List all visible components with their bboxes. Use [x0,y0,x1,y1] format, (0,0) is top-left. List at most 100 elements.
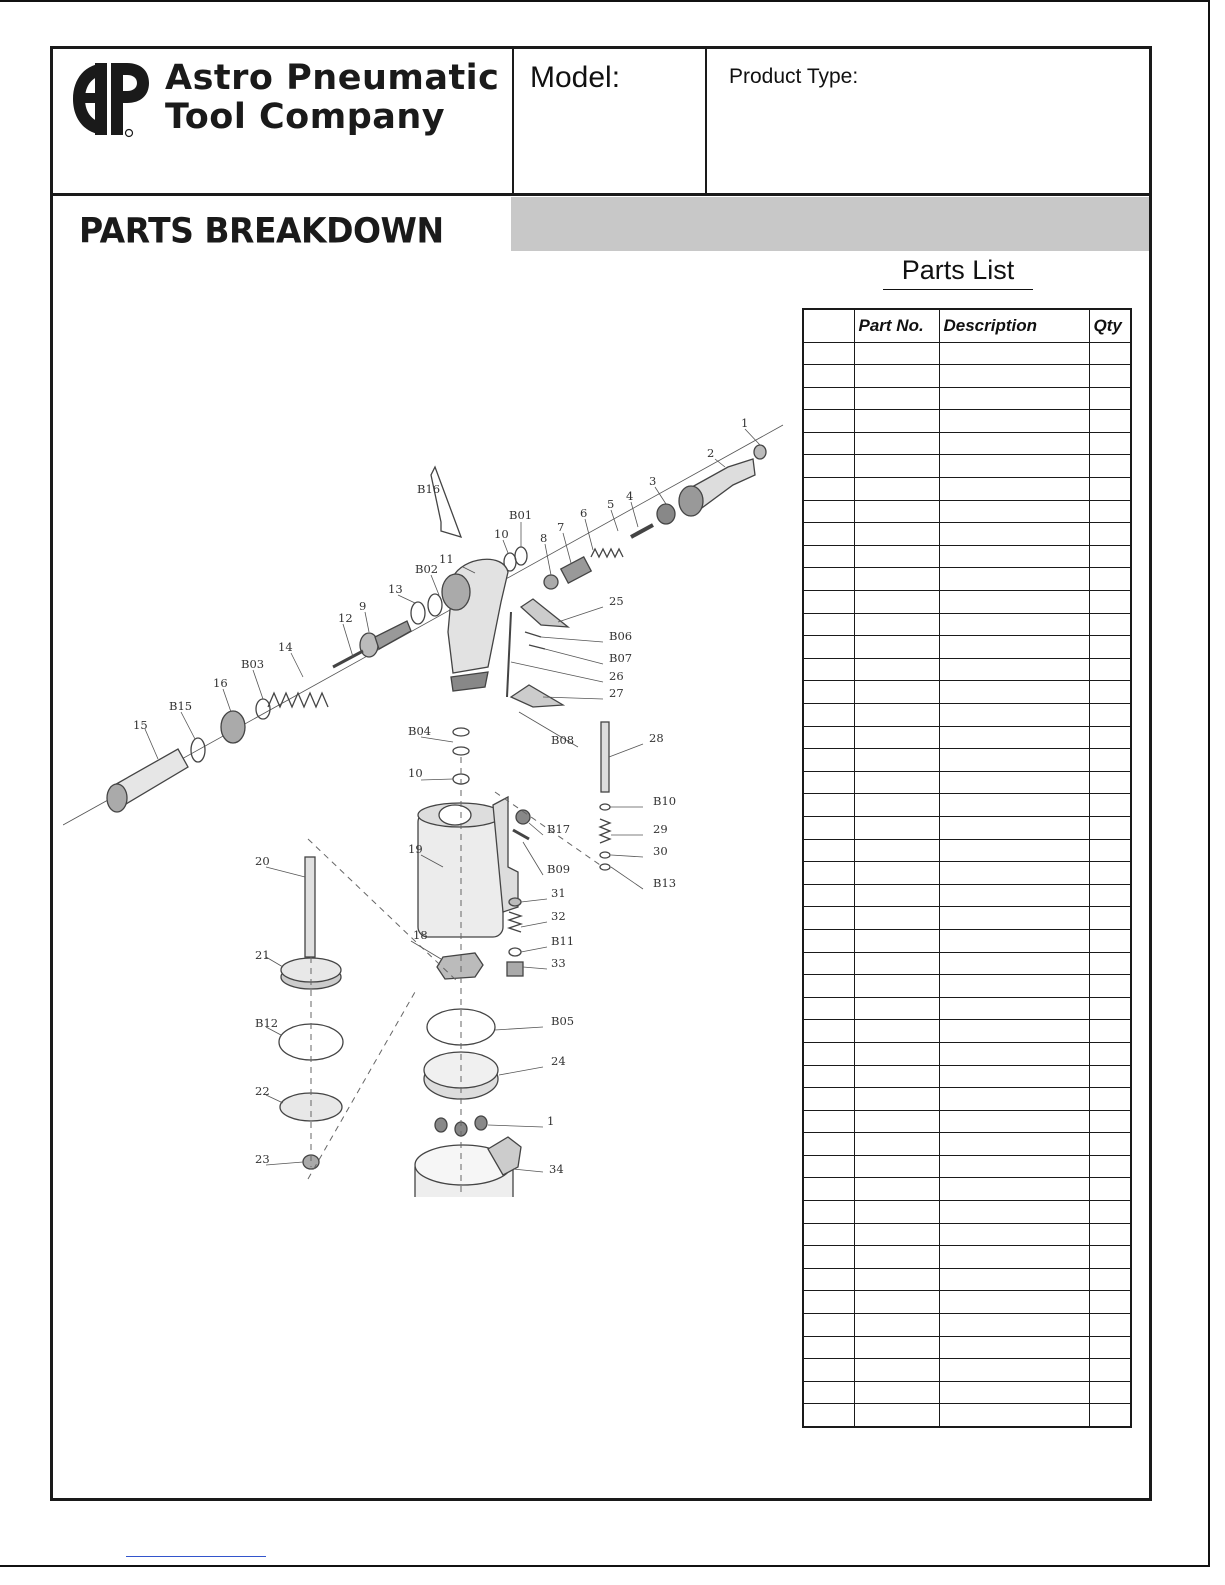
table-cell[interactable] [938,996,1090,1021]
table-cell[interactable] [802,1087,855,1111]
table-cell[interactable] [802,1132,855,1156]
table-cell[interactable] [1088,1267,1132,1292]
table-cell[interactable] [1088,1222,1132,1247]
table-cell[interactable] [938,1154,1090,1179]
table-cell[interactable] [802,996,855,1021]
table-cell[interactable] [938,364,1090,388]
table-cell[interactable] [802,883,855,908]
table-cell[interactable] [853,567,940,592]
table-cell[interactable] [853,974,940,998]
table-cell[interactable] [853,770,940,795]
table-cell[interactable] [938,1019,1090,1043]
table-cell[interactable] [853,1109,940,1134]
table-cell[interactable] [853,748,940,772]
table-cell[interactable] [938,1222,1090,1247]
table-cell[interactable] [1088,1335,1132,1360]
table-cell[interactable] [938,883,1090,908]
table-cell[interactable] [1088,499,1132,524]
table-cell[interactable] [802,1290,855,1315]
table-cell[interactable] [802,1403,855,1427]
table-cell[interactable] [938,544,1090,569]
table-cell[interactable] [853,341,940,366]
table-cell[interactable] [938,680,1090,704]
table-cell[interactable] [853,1200,940,1224]
table-cell[interactable] [1088,1358,1132,1382]
table-cell[interactable] [1088,883,1132,908]
table-cell[interactable] [938,341,1090,366]
table-cell[interactable] [1088,612,1132,637]
table-cell[interactable] [938,612,1090,637]
table-cell[interactable] [802,544,855,569]
table-cell[interactable] [802,928,855,953]
table-cell[interactable] [938,1313,1090,1337]
table-cell[interactable] [802,680,855,704]
table-cell[interactable] [938,725,1090,750]
table-cell[interactable] [938,635,1090,659]
table-cell[interactable] [853,861,940,885]
table-cell[interactable] [1088,1290,1132,1315]
table-cell[interactable] [853,1064,940,1089]
table-cell[interactable] [938,431,1090,456]
table-cell[interactable] [938,409,1090,433]
table-cell[interactable] [802,861,855,885]
table-cell[interactable] [938,499,1090,524]
table-cell[interactable] [802,1177,855,1202]
table-cell[interactable] [802,1358,855,1382]
footer-link-underline[interactable] [126,1556,266,1557]
table-cell[interactable] [938,861,1090,885]
table-cell[interactable] [1088,996,1132,1021]
table-cell[interactable] [938,1290,1090,1315]
table-cell[interactable] [938,567,1090,592]
table-cell[interactable] [938,590,1090,614]
table-cell[interactable] [1088,1041,1132,1066]
table-cell[interactable] [1088,477,1132,501]
table-cell[interactable] [1088,1380,1132,1405]
table-cell[interactable] [802,522,855,546]
table-cell[interactable] [853,951,940,976]
table-cell[interactable] [1088,815,1132,840]
table-cell[interactable] [1088,725,1132,750]
table-cell[interactable] [853,1403,940,1427]
table-cell[interactable] [802,431,855,456]
table-cell[interactable] [1088,454,1132,479]
table-cell[interactable] [802,951,855,976]
table-cell[interactable] [853,928,940,953]
table-cell[interactable] [802,1222,855,1247]
table-cell[interactable] [853,1335,940,1360]
table-cell[interactable] [1088,431,1132,456]
table-cell[interactable] [853,1087,940,1111]
table-cell[interactable] [853,680,940,704]
table-cell[interactable] [853,815,940,840]
table-cell[interactable] [853,409,940,433]
table-cell[interactable] [802,703,855,727]
table-cell[interactable] [1088,951,1132,976]
table-cell[interactable] [802,499,855,524]
table-cell[interactable] [938,1177,1090,1202]
table-cell[interactable] [853,838,940,863]
table-cell[interactable] [1088,906,1132,930]
table-cell[interactable] [853,1177,940,1202]
table-cell[interactable] [853,793,940,817]
table-cell[interactable] [938,748,1090,772]
table-cell[interactable] [802,906,855,930]
table-cell[interactable] [802,386,855,411]
table-cell[interactable] [938,974,1090,998]
table-cell[interactable] [938,1087,1090,1111]
table-cell[interactable] [853,544,940,569]
table-cell[interactable] [853,1222,940,1247]
table-cell[interactable] [853,431,940,456]
table-cell[interactable] [802,793,855,817]
table-cell[interactable] [853,996,940,1021]
table-cell[interactable] [1088,544,1132,569]
table-cell[interactable] [1088,1109,1132,1134]
table-cell[interactable] [802,1041,855,1066]
table-cell[interactable] [802,1335,855,1360]
table-cell[interactable] [802,364,855,388]
table-cell[interactable] [853,522,940,546]
table-cell[interactable] [802,1267,855,1292]
table-cell[interactable] [1088,680,1132,704]
table-cell[interactable] [938,454,1090,479]
table-cell[interactable] [853,477,940,501]
table-cell[interactable] [802,1245,855,1269]
table-cell[interactable] [1088,409,1132,433]
